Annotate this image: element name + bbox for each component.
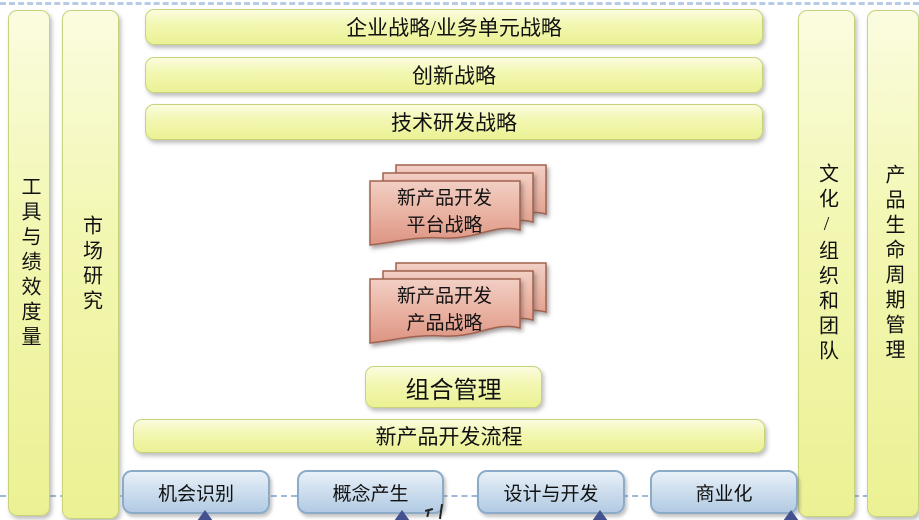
phase-box-opportunity: 机会识别 [122, 470, 270, 514]
artifact-stroke [426, 510, 430, 518]
tools-metrics-label: 工具与绩效度量 [18, 175, 40, 351]
phase-box-commercialization: 商业化 [650, 470, 798, 514]
product-strategy-line2: 产品战略 [406, 313, 483, 334]
phase-concept-label: 概念产生 [332, 483, 409, 505]
phase-design-development-label: 设计与开发 [503, 483, 599, 505]
top-dashed-line [0, 2, 919, 5]
phase-commercialization-label: 商业化 [695, 483, 753, 505]
npd-process-label: 新产品开发流程 [375, 425, 523, 449]
product-strategy-line1: 新产品开发 [396, 286, 492, 307]
innovation-strategy-bar: 创新战略 [145, 57, 763, 93]
platform-strategy-line1: 新产品开发 [396, 188, 492, 209]
innovation-strategy-label: 创新战略 [412, 64, 496, 88]
product-lifecycle-label: 产品生命周期管理 [882, 163, 904, 364]
culture-org-team-bar: 文化/组织和团队 [798, 10, 855, 517]
culture-org-team-label: 文化/组织和团队 [815, 162, 838, 365]
platform-strategy-card: 新产品开发 平台战略 [368, 182, 521, 242]
portfolio-management-box: 组合管理 [365, 366, 542, 408]
market-research-bar: 市场研究 [62, 10, 119, 519]
portfolio-management-label: 组合管理 [405, 377, 502, 404]
tech-rd-strategy-label: 技术研发战略 [391, 111, 517, 135]
artifact-stroke [438, 503, 444, 520]
platform-strategy-line2: 平台战略 [406, 215, 483, 236]
phase-opportunity-label: 机会识别 [157, 483, 234, 505]
tools-metrics-bar: 工具与绩效度量 [8, 10, 50, 516]
tech-rd-strategy-bar: 技术研发战略 [145, 104, 763, 140]
product-strategy-card: 新产品开发 产品战略 [368, 280, 521, 340]
market-research-label: 市场研究 [79, 214, 102, 315]
artifact-mark [424, 503, 444, 520]
bottom-dashed-line [0, 495, 919, 497]
up-arrow-icon [783, 510, 799, 520]
phase-box-concept: 概念产生 [297, 470, 444, 514]
stacked-documents-icon [369, 262, 547, 344]
npd-process-bar: 新产品开发流程 [133, 419, 765, 453]
up-arrow-icon [592, 510, 608, 520]
corporate-strategy-label: 企业战略/业务单元战略 [346, 16, 562, 40]
corporate-strategy-bar: 企业战略/业务单元战略 [145, 9, 763, 45]
up-arrow-icon [197, 510, 213, 520]
product-lifecycle-bar: 产品生命周期管理 [867, 10, 919, 517]
stacked-documents-icon [369, 164, 547, 246]
phase-box-design-development: 设计与开发 [477, 470, 625, 514]
up-arrow-icon [394, 510, 410, 520]
